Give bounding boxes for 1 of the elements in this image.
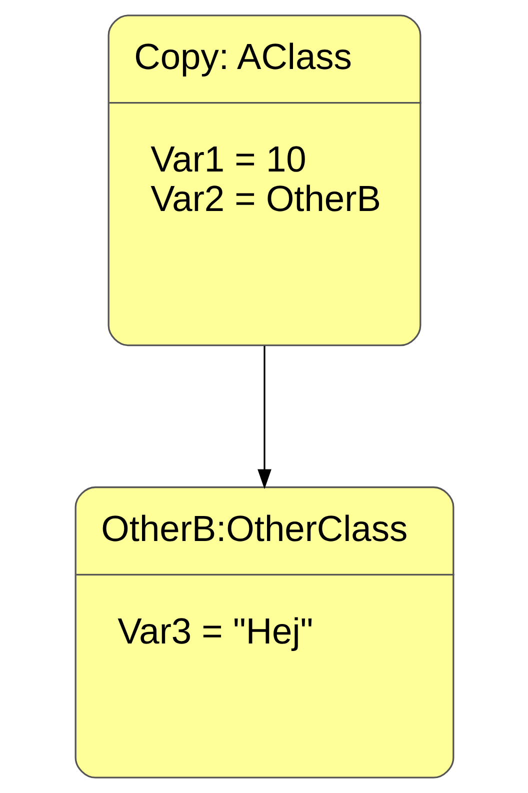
arrow	[257, 346, 271, 490]
